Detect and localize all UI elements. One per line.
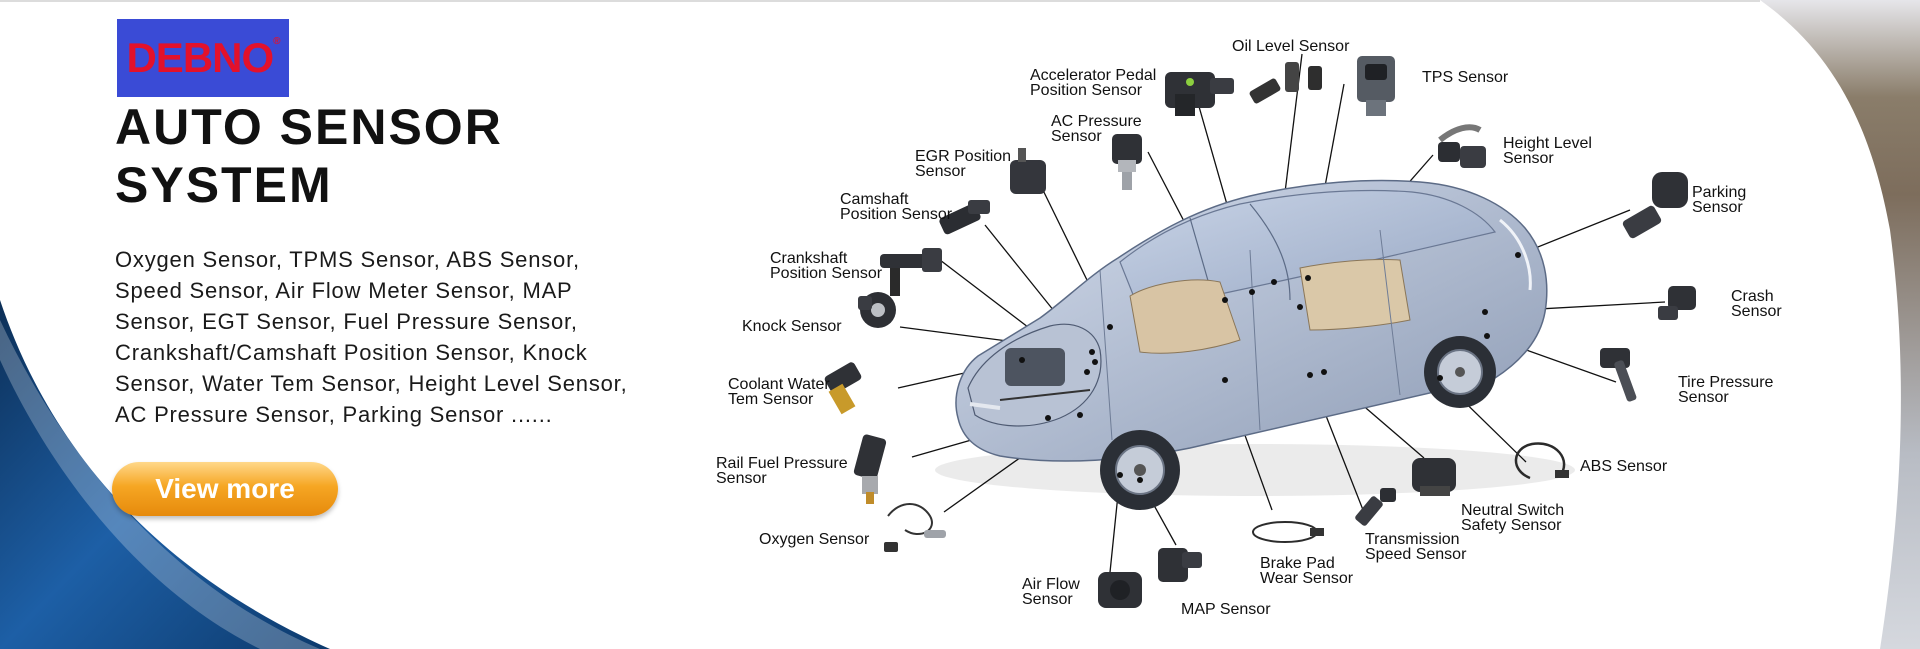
diagram-label-text: Sensor (1678, 389, 1729, 406)
cutaway-car-illustration (935, 179, 1575, 510)
diagram-label-text: Crash (1731, 288, 1774, 305)
diagram-label-text: Sensor (716, 470, 767, 487)
view-more-button[interactable]: View more (112, 462, 338, 516)
diagram-label-text: Crankshaft (770, 250, 848, 267)
knock-sensor-icon (858, 292, 896, 328)
diagram-label-text: AC Pressure (1051, 113, 1142, 130)
blue-swoosh-shape (0, 300, 330, 649)
tps-sensor-icon (1357, 56, 1395, 116)
label-oil-level-sensor: Oil Level Sensor (1232, 38, 1350, 55)
accelerator-pedal-sensor-icon (1165, 72, 1234, 116)
diagram-label-text: Knock Sensor (742, 318, 842, 335)
label-abs-sensor: ABS Sensor (1580, 458, 1668, 475)
transmission-speed-sensor-icon (1355, 488, 1396, 526)
diagram-label-text: Sensor (915, 163, 966, 180)
diagram-label-text: Tire Pressure (1678, 374, 1774, 391)
diagram-label-text: Transmission (1365, 531, 1460, 548)
diagram-label-text: EGR Position (915, 148, 1012, 165)
diagram-label-text: Sensor (1051, 128, 1102, 145)
diagram-label-text: Oxygen Sensor (759, 531, 870, 548)
label-oxygen-sensor: Oxygen Sensor (759, 531, 870, 548)
map-sensor-icon (1158, 548, 1202, 582)
sensor-list-description: Oxygen Sensor, TPMS Sensor, ABS Sensor, … (115, 247, 628, 427)
callout-dots (1019, 252, 1521, 483)
ac-pressure-sensor-icon (1112, 134, 1142, 190)
registered-mark: ® (273, 36, 280, 47)
page-title: AUTO SENSOR SYSTEM (115, 98, 635, 214)
title-line-1: AUTO SENSOR (115, 99, 503, 155)
right-backdrop-shape (1760, 0, 1920, 649)
diagram-label-text: TPS Sensor (1422, 69, 1509, 86)
diagram-label-text: Sensor (1503, 150, 1554, 167)
diagram-label-text: Parking (1692, 184, 1747, 201)
diagram-label-text: Camshaft (840, 191, 909, 208)
diagram-label-text: Sensor (1022, 591, 1073, 608)
diagram-label-text: Sensor (1731, 303, 1782, 320)
oil-level-sensor-icon (1249, 62, 1322, 104)
tire-pressure-sensor-icon (1600, 348, 1637, 402)
parking-sensor-icon (1622, 172, 1688, 239)
camshaft-sensor-icon (939, 200, 990, 235)
abs-sensor-icon (1514, 442, 1569, 480)
brand-logo[interactable]: DEBNO® (117, 19, 289, 97)
diagram-label-text: Air Flow (1022, 576, 1080, 593)
title-line-2: SYSTEM (115, 157, 333, 213)
diagram-label-text: Neutral Switch (1461, 502, 1565, 519)
diagram-label-text: Brake Pad (1260, 555, 1335, 572)
oxygen-sensor-icon (884, 503, 946, 552)
diagram-label-text: Oil Level Sensor (1232, 38, 1350, 55)
diagram-label-text: Speed Sensor (1365, 546, 1467, 563)
neutral-switch-sensor-icon (1412, 458, 1456, 496)
diagram-label-text: ABS Sensor (1580, 458, 1668, 475)
sensor-part-images (824, 56, 1696, 608)
diagram-label-text: MAP Sensor (1181, 601, 1271, 618)
label-map-sensor: MAP Sensor (1181, 601, 1271, 618)
diagram-label-text: Accelerator Pedal (1030, 67, 1157, 84)
crankshaft-sensor-icon (880, 248, 942, 296)
diagram-label-text: Safety Sensor (1461, 517, 1562, 534)
egr-position-sensor-icon (1010, 148, 1046, 194)
rail-fuel-pressure-sensor-icon (853, 434, 887, 504)
diagram-label-text: Position Sensor (770, 265, 883, 282)
diagram-label-text: Sensor (1692, 199, 1743, 216)
diagram-label-text: Tem Sensor (728, 391, 814, 408)
logo-text: DEBNO (126, 34, 274, 81)
diagram-label-text: Position Sensor (1030, 82, 1143, 99)
brake-pad-sensor-icon (1252, 521, 1324, 543)
air-flow-sensor-icon (1098, 572, 1142, 608)
diagram-label-text: Position Sensor (840, 206, 953, 223)
diagram-label-text: Wear Sensor (1260, 570, 1354, 587)
crash-sensor-icon (1658, 286, 1696, 320)
diagram-label-text: Rail Fuel Pressure (716, 455, 848, 472)
coolant-water-sensor-icon (824, 362, 862, 415)
label-knock-sensor: Knock Sensor (742, 318, 842, 335)
height-level-sensor-icon (1438, 124, 1486, 168)
diagram-label-text: Coolant Water (728, 376, 830, 393)
label-tps-sensor: TPS Sensor (1422, 69, 1509, 86)
diagram-label-text: Height Level (1503, 135, 1592, 152)
